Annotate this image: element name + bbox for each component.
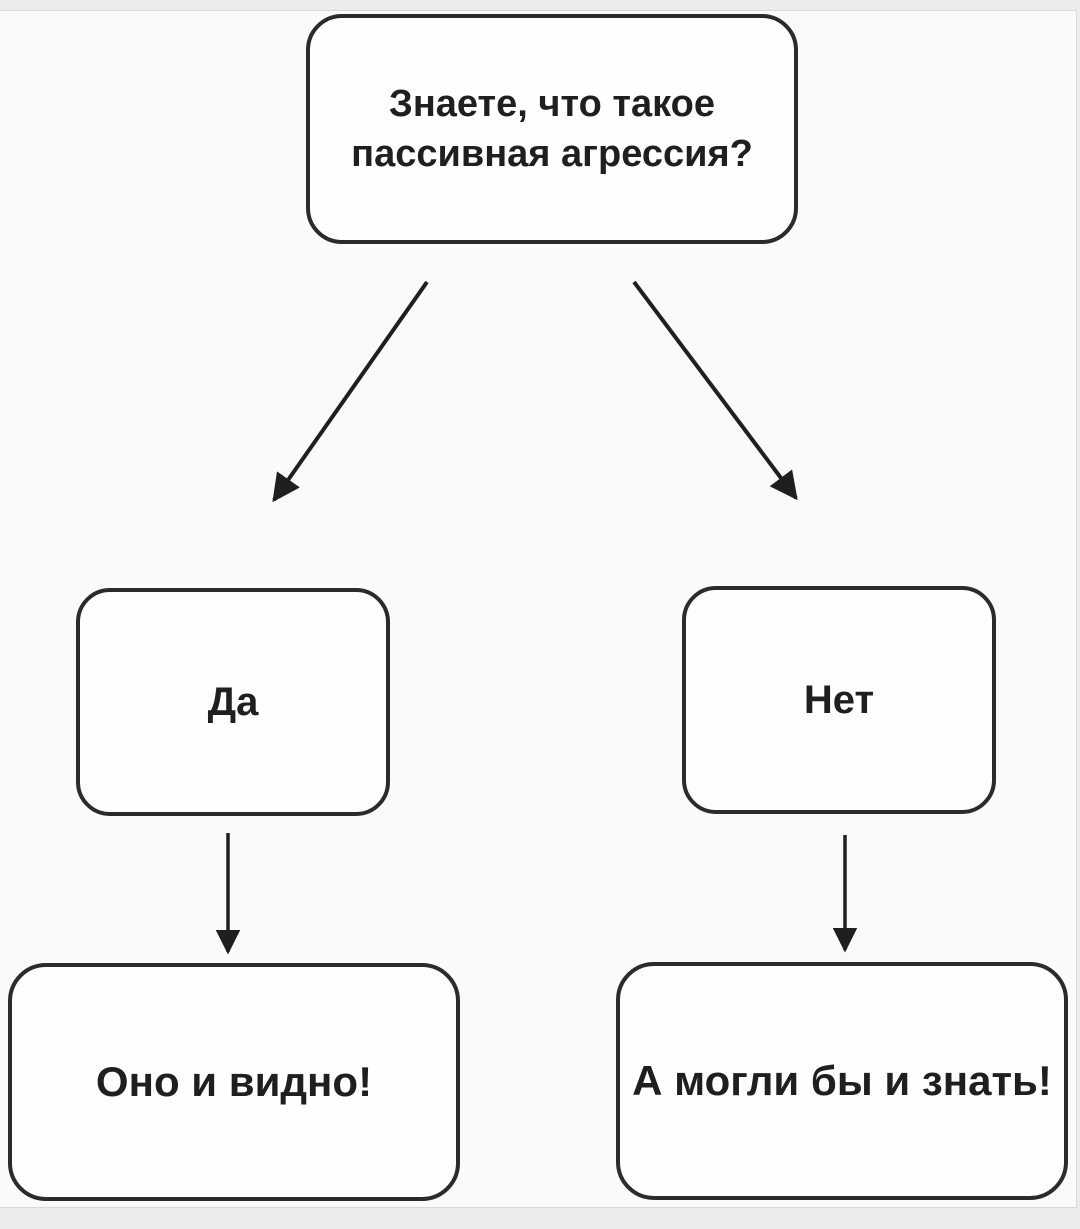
node-question-line1: Знаете, что такое: [389, 82, 715, 125]
node-no-result-label: А могли бы и знать!: [632, 1057, 1052, 1104]
node-yes-result: Оно и видно!: [8, 963, 460, 1201]
node-yes-label: Да: [207, 679, 259, 724]
node-no: Нет: [682, 586, 996, 814]
node-yes: Да: [76, 588, 390, 816]
node-no-label: Нет: [803, 677, 875, 722]
node-question-label: Знаете, что такое пассивная агрессия?: [351, 79, 753, 179]
node-no-result: А могли бы и знать!: [616, 962, 1068, 1200]
node-question-line2: пассивная агрессия?: [351, 133, 753, 175]
node-question: Знаете, что такое пассивная агрессия?: [306, 14, 798, 244]
node-yes-result-label: Оно и видно!: [95, 1058, 373, 1105]
